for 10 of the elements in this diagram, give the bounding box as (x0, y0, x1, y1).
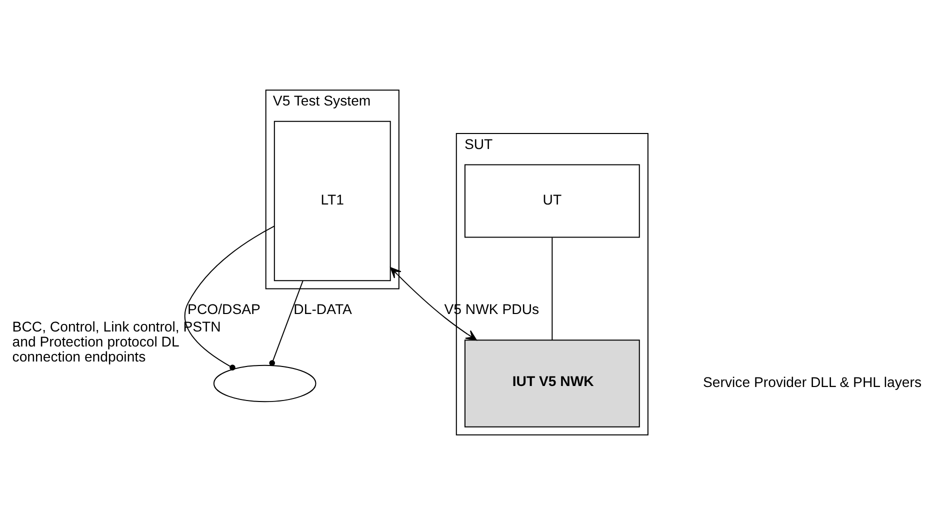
edge-label: PCO/DSAP (188, 300, 260, 317)
arrow (390, 266, 477, 340)
connector (184, 225, 274, 370)
node-text: Service Provider DLL & PHL layers (703, 374, 922, 390)
node-box: LT1 (274, 120, 391, 281)
edge-label: DL-DATA (294, 300, 352, 317)
node-box: IUT V5 NWK (464, 339, 640, 427)
node-box: UT (464, 164, 640, 238)
connector (269, 280, 304, 366)
connector (552, 237, 553, 340)
